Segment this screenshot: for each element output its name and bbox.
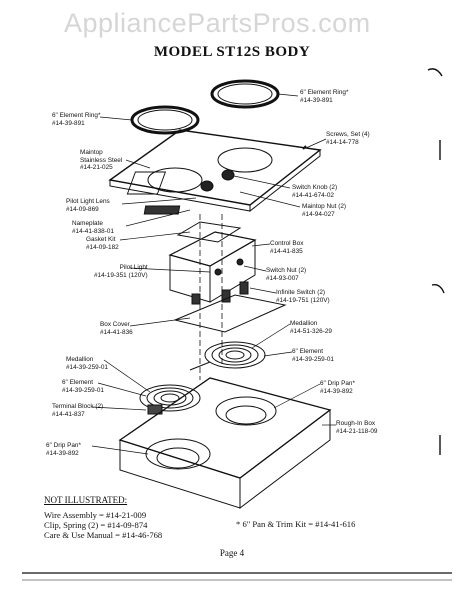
drip-pan-left (145, 438, 211, 470)
nameplate (143, 205, 181, 215)
label-maintop: Maintop Stainless Steel #14-21-025 (80, 149, 123, 172)
not-illustrated-item: Clip, Spring (2) = #14-09-874 (44, 520, 148, 530)
label-pilot-light: Pilot Light #14-19-351 (120V) (94, 264, 148, 279)
label-control-box: Control Box #14-41-835 (270, 240, 304, 255)
diagram-title: MODEL ST12S BODY (153, 44, 311, 60)
gasket-kit (176, 221, 242, 243)
label-rough-in-box: Rough-In Box #14-21-118-09 (336, 420, 378, 435)
box-cover (173, 294, 287, 333)
element-left (139, 384, 201, 412)
not-illustrated-item: Care & Use Manual = #14-46-768 (44, 530, 163, 540)
element-ring-right (210, 79, 280, 109)
label-drip-pan-right: 6" Drip Pan* #14-39-892 (320, 380, 355, 395)
label-element-right: 6" Element #14-39-259-01 (292, 348, 334, 363)
leader-lines (91, 93, 336, 455)
label-screws: Screws, Set (4) #14-14-778 (326, 131, 370, 146)
label-switch-knob: Switch Knob (2) #14-41-674-02 (292, 184, 338, 199)
control-box (168, 231, 257, 305)
screw (302, 145, 307, 150)
label-switch-nut: Switch Nut (2) #14-93-007 (266, 267, 307, 282)
label-element-ring-left: 6" Element Ring* #14-39-891 (52, 112, 101, 127)
not-illustrated-item: Wire Assembly = #14-21-009 (44, 510, 147, 520)
element-right (189, 341, 266, 371)
label-terminal-block: Terminal Block (2) #14-41-837 (52, 403, 104, 418)
watermark: AppliancePartsPros.com (64, 8, 371, 38)
label-box-cover: Box Cover #14-41-836 (100, 321, 133, 336)
maintop-plate (108, 129, 322, 213)
switch-knobs (200, 169, 235, 192)
label-pilot-lens: Pilot Light Lens #14-09-869 (66, 198, 110, 213)
label-drip-pan-left: 6" Drip Pan* #14-39-892 (46, 442, 81, 457)
label-maintop-nut: Maintop Nut (2) #14-94-027 (302, 203, 347, 218)
label-element-left: 6" Element #14-39-259-01 (62, 379, 104, 394)
label-nameplate: Nameplate #14-41-838-01 (72, 220, 114, 235)
label-medallion-left: Medallion #14-39-259-01 (66, 356, 108, 371)
not-illustrated-heading: NOT ILLUSTRATED: (44, 495, 128, 505)
label-element-ring-right: 6" Element Ring* #14-39-891 (300, 89, 349, 104)
alignment-lines (199, 214, 223, 380)
rough-in-box (118, 377, 332, 510)
label-gasket-kit: Gasket Kit #14-09-182 (86, 236, 119, 251)
element-ring-left (130, 105, 200, 135)
label-medallion-right: Medallion #14-51-326-29 (290, 320, 332, 335)
pan-trim-kit-note: * 6" Pan & Trim Kit = #14-41-616 (236, 519, 356, 529)
label-infinite-switch: Infinite Switch (2) #14-19-751 (120V) (276, 289, 330, 304)
page-number: Page 4 (219, 548, 245, 558)
drip-pan-right (215, 396, 277, 426)
terminal-block (147, 404, 163, 415)
scan-marks (427, 68, 445, 455)
